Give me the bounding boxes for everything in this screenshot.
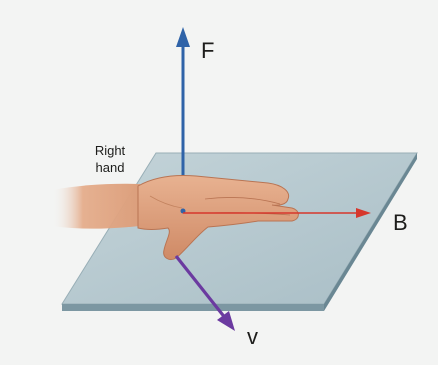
velocity-arrow <box>174 255 235 331</box>
right-hand-label-line2: hand <box>95 160 125 175</box>
plate <box>61 152 418 311</box>
magnetic-field-label: B <box>393 210 408 235</box>
force-label: F <box>201 38 215 63</box>
right-hand-label: Right hand <box>84 142 136 176</box>
velocity-label: v <box>247 324 258 349</box>
right-hand-label-line1: Right <box>94 143 126 158</box>
field-arrow <box>183 208 371 218</box>
